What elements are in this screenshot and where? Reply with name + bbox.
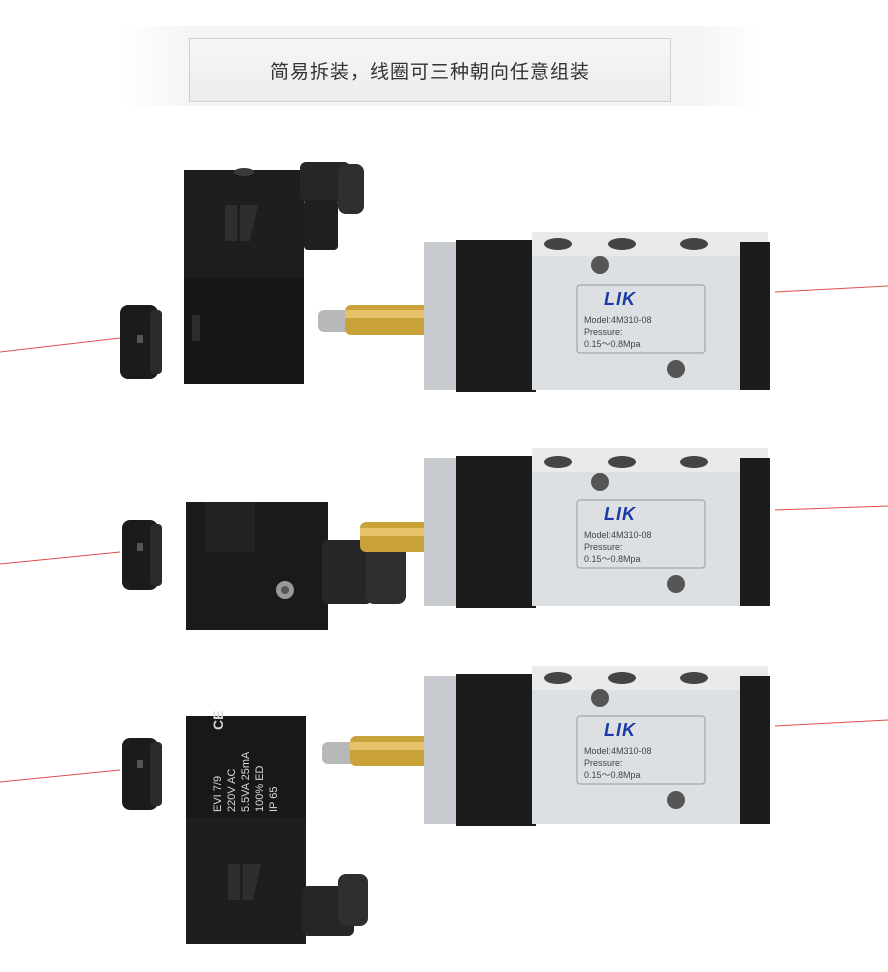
- laser-line: [0, 337, 121, 353]
- nameplate: [576, 715, 706, 785]
- valve-assembly-inverted-graphic: [0, 666, 888, 944]
- pressure-label: Pressure:: [584, 542, 623, 552]
- coil-spec-line: 100% ED: [254, 765, 266, 812]
- valve-assembly-inverted: LIK Model:4M310-08 Pressure: 0.15～0.8Mpa…: [0, 660, 888, 960]
- valve-end-cap: [456, 240, 536, 392]
- coil-spec-line: 220V AC: [226, 768, 238, 812]
- cap-nut: [122, 520, 158, 590]
- pressure-range: 0.15～0.8Mpa: [584, 339, 641, 349]
- valve-body: [532, 242, 768, 390]
- laser-line: [0, 551, 121, 565]
- laser-line: [774, 719, 888, 727]
- coil-spec-line: IP 65: [268, 786, 280, 813]
- coil-spec-label: EVI 7/9 220V AC 5.5VA 25mA 100% ED IP 65…: [210, 702, 302, 813]
- cap-nut: [122, 738, 158, 810]
- model-text: Model:4M310-08: [584, 315, 652, 325]
- coil-spec-line: 5.5VA 25mA: [240, 751, 252, 812]
- brand-logo: LIK: [604, 289, 636, 309]
- valve-body: [532, 458, 768, 606]
- valve-end-cap: [456, 456, 536, 608]
- valve-assembly-upright: LIK Model:4M310-08 Pressure: 0.15～0.8Mpa: [0, 150, 888, 410]
- valve-assembly-sideways-graphic: [0, 448, 888, 630]
- brand-logo: LIK: [604, 504, 636, 524]
- pressure-range: 0.15～0.8Mpa: [584, 554, 641, 564]
- nameplate: [576, 499, 706, 569]
- valve-body: [532, 676, 768, 824]
- valve-end-cap: [456, 674, 536, 826]
- pressure-label: Pressure:: [584, 327, 623, 337]
- valve-assembly-upright-graphic: [0, 162, 888, 392]
- laser-line: [0, 769, 121, 783]
- page-title-text: 简易拆装，线圈可三种朝向任意组装: [269, 60, 590, 83]
- coil-spec-line: EVI 7/9: [212, 775, 224, 812]
- model-text: Model:4M310-08: [584, 530, 652, 540]
- model-text: Model:4M310-08: [584, 746, 652, 756]
- pressure-range: 0.15～0.8Mpa: [584, 770, 641, 780]
- ce-mark: CE: [210, 710, 226, 730]
- laser-line: [774, 505, 888, 511]
- pressure-label: Pressure:: [584, 758, 623, 768]
- laser-line: [774, 285, 888, 293]
- coil-body: [184, 278, 304, 384]
- nameplate: [576, 284, 706, 354]
- valve-assembly-sideways: LIK Model:4M310-08 Pressure: 0.15～0.8Mpa: [0, 440, 888, 640]
- page-title: 简易拆装，线圈可三种朝向任意组装: [189, 38, 671, 102]
- brand-logo: LIK: [604, 720, 636, 740]
- coil-housing: [186, 716, 306, 820]
